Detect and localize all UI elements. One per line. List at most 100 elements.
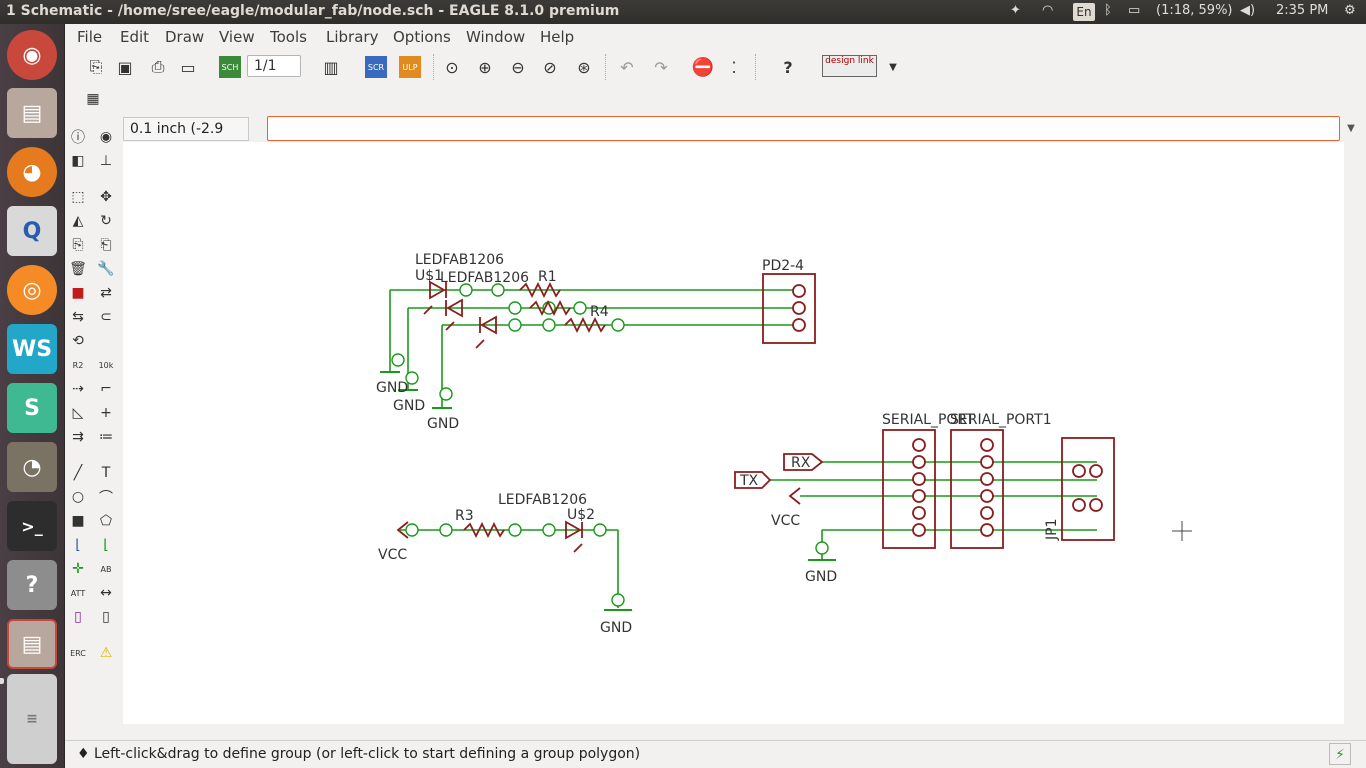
- terminal-icon[interactable]: >_: [7, 501, 57, 551]
- lock-icon[interactable]: ⊂: [100, 309, 112, 325]
- help-icon[interactable]: ?: [7, 560, 57, 610]
- zoom-out-icon[interactable]: ⊖: [511, 57, 525, 77]
- volume-icon[interactable]: ◀): [1240, 3, 1256, 18]
- label-icon[interactable]: AB: [100, 564, 112, 574]
- zoom-in-icon[interactable]: ⊕: [478, 57, 492, 77]
- files-icon[interactable]: ▤: [7, 88, 57, 138]
- firefox-icon[interactable]: ◕: [7, 147, 57, 197]
- print-icon[interactable]: ⎙: [151, 57, 165, 76]
- menu-window[interactable]: Window: [466, 28, 526, 46]
- script-icon[interactable]: SCR: [365, 56, 387, 78]
- frame-icon[interactable]: ▯: [74, 609, 82, 625]
- command-history-dropdown[interactable]: ▼: [1347, 123, 1355, 134]
- gate-swap-icon[interactable]: ⟲: [72, 333, 84, 349]
- vertical-scrollbar[interactable]: [1351, 142, 1365, 724]
- horizontal-scrollbar[interactable]: [123, 724, 1344, 738]
- design-link-button[interactable]: design link: [822, 55, 877, 77]
- blender-icon[interactable]: ◎: [7, 265, 57, 315]
- slack-icon[interactable]: S: [7, 383, 57, 433]
- save-icon[interactable]: ▣: [117, 57, 133, 77]
- erc-icon[interactable]: ERC: [70, 648, 86, 658]
- invoke-icon[interactable]: ⇉: [72, 429, 84, 445]
- smash-icon[interactable]: ⇢: [72, 381, 84, 397]
- workspace-stack-icon[interactable]: ≡: [7, 674, 57, 764]
- redo-icon[interactable]: ↷: [654, 57, 668, 77]
- schematic-drawing[interactable]: PD2-4 SERIAL_PORT SERIAL_PORT1 LEDFAB120…: [123, 142, 1344, 724]
- show-icon[interactable]: ◉: [99, 129, 113, 145]
- stop-icon[interactable]: ⛔: [691, 56, 715, 78]
- redraw-icon[interactable]: ⊘: [543, 57, 557, 77]
- help-icon[interactable]: ?: [783, 57, 793, 77]
- bus-map-icon[interactable]: ≔: [99, 429, 113, 445]
- zoom-fit-icon[interactable]: ⊙: [445, 57, 459, 77]
- mirror-icon[interactable]: ◭: [72, 213, 84, 229]
- delete-icon[interactable]: 🗑: [69, 261, 87, 277]
- command-line-input[interactable]: [267, 116, 1340, 141]
- menu-library[interactable]: Library: [326, 28, 379, 46]
- bus-icon[interactable]: ⌊: [75, 537, 81, 553]
- rotate-icon[interactable]: ↻: [100, 213, 112, 229]
- menu-edit[interactable]: Edit: [120, 28, 150, 46]
- move-icon[interactable]: ✥: [100, 189, 112, 205]
- name-icon[interactable]: R2: [72, 360, 84, 370]
- rectangle-icon[interactable]: ■: [71, 513, 85, 529]
- module-icon[interactable]: ▯: [102, 609, 110, 625]
- optimize-icon[interactable]: +: [100, 405, 112, 421]
- ubuntu-dash-icon[interactable]: ◉: [7, 30, 57, 80]
- schematic-canvas[interactable]: PD2-4 SERIAL_PORT SERIAL_PORT1 LEDFAB120…: [123, 142, 1344, 724]
- go-icon[interactable]: ⁚: [731, 57, 737, 77]
- undo-icon[interactable]: ↶: [620, 57, 634, 77]
- text-icon[interactable]: T: [101, 465, 111, 481]
- page-selector[interactable]: 1/1: [247, 55, 301, 77]
- layer-icon[interactable]: ◧: [71, 153, 85, 169]
- sheets-icon[interactable]: ▥: [323, 57, 339, 77]
- open-icon[interactable]: ⎘: [89, 57, 103, 76]
- bluetooth-icon[interactable]: ᛒ: [1104, 3, 1112, 18]
- ulp-icon[interactable]: ULP: [399, 56, 421, 78]
- circle-icon[interactable]: ○: [71, 489, 85, 505]
- split-icon[interactable]: ◺: [72, 405, 84, 421]
- line-icon[interactable]: ╱: [73, 465, 83, 481]
- keyboard-indicator[interactable]: En: [1073, 3, 1095, 21]
- gimp-icon[interactable]: ◔: [7, 442, 57, 492]
- menu-draw[interactable]: Draw: [165, 28, 205, 46]
- swap-icon[interactable]: ⇆: [72, 309, 84, 325]
- value-icon[interactable]: 10k: [98, 360, 114, 370]
- net-icon[interactable]: ⌊: [103, 537, 109, 553]
- menu-view[interactable]: View: [219, 28, 255, 46]
- chevron-down-icon[interactable]: ▼: [889, 61, 897, 73]
- cam-icon[interactable]: ▭: [180, 57, 196, 77]
- info-icon[interactable]: ⓘ: [71, 130, 85, 146]
- wrench-icon[interactable]: 🔧: [97, 261, 115, 277]
- wifi-icon[interactable]: ◠: [1042, 3, 1054, 18]
- webstorm-icon[interactable]: WS: [7, 324, 57, 374]
- lightning-icon[interactable]: ⚡: [1329, 743, 1351, 765]
- eagle-icon[interactable]: ▤: [7, 619, 57, 669]
- miter-icon[interactable]: ⌐: [100, 381, 112, 397]
- warning-icon[interactable]: ⚠: [99, 645, 113, 661]
- mark-icon[interactable]: ⊥: [99, 153, 113, 169]
- paste-icon[interactable]: ⎗: [100, 237, 112, 253]
- add-part-icon[interactable]: ■: [71, 285, 85, 301]
- libreoffice-icon[interactable]: Q: [7, 206, 57, 256]
- menu-help[interactable]: Help: [540, 28, 575, 46]
- attribute-icon[interactable]: ATT: [70, 588, 86, 598]
- battery-status[interactable]: (1:18, 59%): [1156, 3, 1233, 18]
- grid-icon[interactable]: ▦: [86, 91, 100, 107]
- dimension-icon[interactable]: ↔: [100, 585, 112, 601]
- battery-icon[interactable]: ▭: [1128, 3, 1141, 18]
- menu-file[interactable]: File: [77, 28, 103, 46]
- sch-brd-icon[interactable]: SCH: [219, 56, 241, 78]
- replace-icon[interactable]: ⇄: [100, 285, 112, 301]
- zoom-select-icon[interactable]: ⊛: [577, 57, 591, 77]
- arc-icon[interactable]: ⌒: [99, 490, 113, 506]
- polygon-icon[interactable]: ⬠: [99, 513, 113, 529]
- group-icon[interactable]: ⬚: [71, 189, 85, 205]
- menu-options[interactable]: Options: [393, 28, 451, 46]
- junction-icon[interactable]: ✛: [72, 561, 84, 577]
- copy-icon[interactable]: ⎘: [72, 237, 84, 253]
- clock[interactable]: 2:35 PM: [1276, 3, 1329, 18]
- gear-icon[interactable]: ⚙: [1344, 3, 1356, 18]
- dropbox-icon[interactable]: ✦: [1010, 3, 1021, 18]
- menu-tools[interactable]: Tools: [270, 28, 307, 46]
